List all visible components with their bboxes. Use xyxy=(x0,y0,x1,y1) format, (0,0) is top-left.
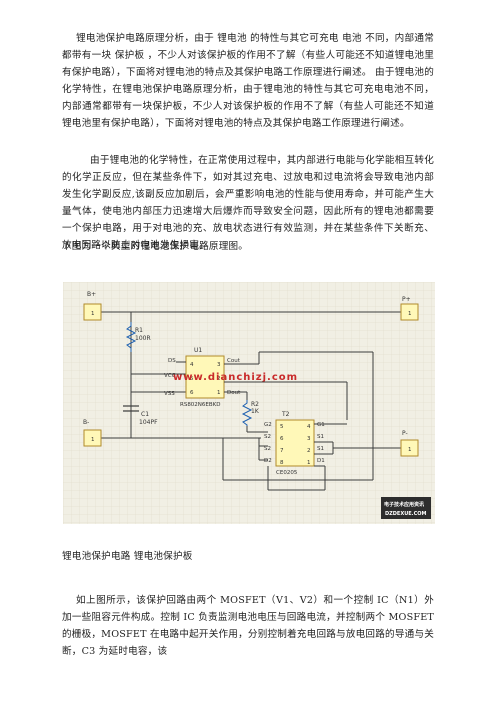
svg-text:D1: D1 xyxy=(317,458,325,464)
svg-text:Cout: Cout xyxy=(227,358,241,364)
resistor-r2: R2 1K xyxy=(241,400,260,426)
svg-text:5: 5 xyxy=(190,376,194,382)
svg-text:3: 3 xyxy=(217,362,221,368)
svg-text:T2: T2 xyxy=(281,411,290,418)
svg-text:7: 7 xyxy=(280,448,284,454)
svg-text:RS802N6EBKD: RS802N6EBKD xyxy=(180,402,221,408)
vcc-wire xyxy=(130,373,186,404)
svg-text:S2: S2 xyxy=(264,446,271,452)
svg-text:U1: U1 xyxy=(194,347,202,354)
svg-text:4: 4 xyxy=(307,424,311,430)
figure-caption-links: 锂电池保护电路 锂电池保护板 xyxy=(62,551,193,562)
svg-text:1: 1 xyxy=(91,311,95,317)
ic-u1-protection-controller: U1 DS VCC VSS 4 5 6 3 2 1 Cout Dout RS80… xyxy=(164,347,241,408)
chemistry-paragraph: 由于锂电池的化学特性，在正常使用过程中，其内部进行电能与化学能相互转化的化学正反… xyxy=(62,155,434,251)
svg-text:CE0205: CE0205 xyxy=(276,470,298,476)
svg-text:DZDEXUE.COM: DZDEXUE.COM xyxy=(385,511,426,517)
svg-text:R1: R1 xyxy=(135,327,143,334)
svg-text:S2: S2 xyxy=(264,434,271,440)
svg-text:1K: 1K xyxy=(251,408,260,415)
circuit-description-paragraph: 如上图所示，该保护回路由两个 MOSFET（V1、V2）和一个控制 IC（N1）… xyxy=(62,595,434,657)
resistor-r1: R1 100R xyxy=(125,322,151,352)
svg-text:VCC: VCC xyxy=(164,373,176,379)
svg-text:Dout: Dout xyxy=(227,390,241,396)
svg-text:P+: P+ xyxy=(402,296,411,303)
svg-text:104PF: 104PF xyxy=(139,419,158,426)
svg-text:B-: B- xyxy=(83,419,89,426)
intro-paragraph: 锂电池保护电路原理分析，由于 锂电池 的特性与其它可充电 电池 不同，内部通常都… xyxy=(62,33,434,129)
capacitor-c1: C1 104PF xyxy=(123,405,158,438)
site-logo: 电子技术应用资讯 DZDEXUE.COM xyxy=(381,497,431,519)
svg-text:S1: S1 xyxy=(317,446,324,452)
svg-text:1: 1 xyxy=(408,447,412,453)
connector-p-minus: 1 P- xyxy=(400,430,419,457)
svg-text:2: 2 xyxy=(307,448,311,454)
gate-wires xyxy=(224,352,348,433)
connector-b-minus: 1 B- xyxy=(83,419,102,447)
svg-text:C1: C1 xyxy=(141,411,149,418)
connector-p-plus: 1 P+ xyxy=(400,296,419,321)
svg-text:1: 1 xyxy=(91,437,95,443)
svg-text:1: 1 xyxy=(307,460,311,466)
svg-text:2: 2 xyxy=(217,376,221,382)
svg-text:4: 4 xyxy=(190,362,194,368)
schematic-grid xyxy=(63,282,435,524)
svg-text:6: 6 xyxy=(280,436,284,442)
svg-text:G2: G2 xyxy=(264,422,272,428)
svg-text:8: 8 xyxy=(280,460,284,466)
svg-text:1: 1 xyxy=(408,311,412,317)
ic-u2-dual-mosfet: T2 G2 S2 S2 D2 5 6 7 8 4 3 2 1 G1 S1 S1 … xyxy=(264,411,325,476)
svg-text:P-: P- xyxy=(402,430,408,437)
svg-text:D2: D2 xyxy=(264,458,272,464)
svg-text:DS: DS xyxy=(168,358,176,364)
svg-text:VSS: VSS xyxy=(164,391,175,397)
svg-text:S1: S1 xyxy=(317,434,324,440)
svg-text:B+: B+ xyxy=(87,291,96,298)
svg-text:1: 1 xyxy=(217,390,221,396)
output-wires xyxy=(222,351,401,491)
svg-text:R2: R2 xyxy=(251,401,259,408)
svg-text:100R: 100R xyxy=(135,335,151,342)
figure-intro-text: 下图为一个典型的锂电池保护电路原理图。 xyxy=(62,241,249,252)
svg-text:电子技术应用资讯: 电子技术应用资讯 xyxy=(384,501,424,508)
svg-text:3: 3 xyxy=(307,436,311,442)
connector-b-plus: 1 B+ xyxy=(83,291,102,321)
svg-text:5: 5 xyxy=(280,424,284,430)
protection-circuit-schematic: 1 B+ 1 P+ R1 100R C1 104PF xyxy=(63,282,435,524)
svg-text:G1: G1 xyxy=(317,422,325,428)
bottom-rail xyxy=(101,391,268,461)
svg-text:6: 6 xyxy=(190,390,194,396)
watermark: www.dianchizj.com xyxy=(173,372,298,383)
